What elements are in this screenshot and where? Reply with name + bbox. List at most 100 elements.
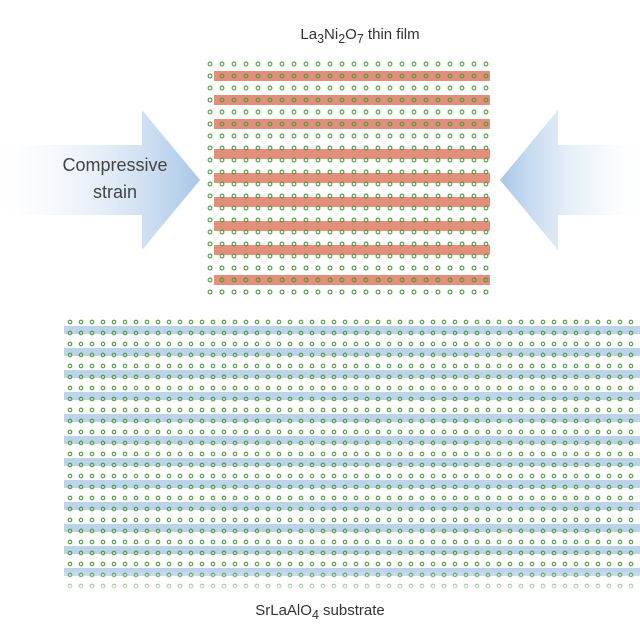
substrate-atom xyxy=(221,374,227,380)
substrate-atom xyxy=(562,462,568,468)
substrate-atom xyxy=(331,440,337,446)
substrate-atom xyxy=(78,506,84,512)
substrate-atom xyxy=(342,374,348,380)
substrate-atom xyxy=(155,418,161,424)
substrate-atom xyxy=(562,440,568,446)
substrate-atom xyxy=(386,418,392,424)
substrate-atom xyxy=(474,495,480,501)
substrate-atom xyxy=(485,385,491,391)
substrate-atom xyxy=(364,473,370,479)
substrate-atom xyxy=(265,385,271,391)
substrate-atom xyxy=(485,319,491,325)
substrate-atom xyxy=(485,517,491,523)
film-atom xyxy=(291,205,297,211)
film-atom xyxy=(291,181,297,187)
substrate-atom xyxy=(232,484,238,490)
film-atom xyxy=(459,241,465,247)
substrate-atom xyxy=(144,451,150,457)
film-atom xyxy=(483,121,489,127)
substrate-atom xyxy=(529,528,535,534)
substrate-atom xyxy=(89,462,95,468)
substrate-atom xyxy=(78,429,84,435)
film-atom xyxy=(255,145,261,151)
substrate-atom xyxy=(540,539,546,545)
substrate-atom xyxy=(518,374,524,380)
film-atom xyxy=(219,169,225,175)
film-atom xyxy=(339,121,345,127)
film-atom xyxy=(363,229,369,235)
substrate-atom xyxy=(463,462,469,468)
film-layer-band xyxy=(214,245,490,255)
substrate-atom xyxy=(529,407,535,413)
substrate-atom xyxy=(595,330,601,336)
substrate-atom xyxy=(408,517,414,523)
film-atom xyxy=(435,61,441,67)
film-atom xyxy=(207,277,213,283)
substrate-atom xyxy=(551,484,557,490)
substrate-atom xyxy=(529,429,535,435)
substrate-atom xyxy=(364,550,370,556)
substrate-atom xyxy=(375,407,381,413)
substrate-atom xyxy=(628,363,634,369)
film-atom xyxy=(387,73,393,79)
substrate-atom xyxy=(485,374,491,380)
film-atom xyxy=(327,265,333,271)
film-atom xyxy=(435,253,441,259)
substrate-atom xyxy=(265,363,271,369)
film-atom xyxy=(255,217,261,223)
substrate-atom xyxy=(419,473,425,479)
substrate-atom xyxy=(375,352,381,358)
substrate-atom xyxy=(353,407,359,413)
substrate-atom xyxy=(232,561,238,567)
substrate-atom xyxy=(463,473,469,479)
film-atom xyxy=(459,61,465,67)
substrate-atom xyxy=(100,396,106,402)
substrate-atom xyxy=(111,418,117,424)
film-atom xyxy=(351,217,357,223)
substrate-atom xyxy=(276,506,282,512)
substrate-atom xyxy=(122,374,128,380)
film-atom xyxy=(231,85,237,91)
substrate-atom xyxy=(364,374,370,380)
substrate-atom xyxy=(375,319,381,325)
substrate-atom xyxy=(89,407,95,413)
substrate-atom xyxy=(474,341,480,347)
substrate-atom xyxy=(375,528,381,534)
substrate-atom xyxy=(551,319,557,325)
substrate-atom xyxy=(430,407,436,413)
film-atom xyxy=(219,133,225,139)
substrate-atom xyxy=(518,517,524,523)
substrate-atom xyxy=(166,539,172,545)
film-atom xyxy=(243,169,249,175)
substrate-atom xyxy=(518,506,524,512)
substrate-atom xyxy=(254,352,260,358)
substrate-atom xyxy=(573,451,579,457)
film-atom xyxy=(327,193,333,199)
substrate-atom xyxy=(298,462,304,468)
substrate-atom xyxy=(408,363,414,369)
film-atom xyxy=(471,193,477,199)
film-atom xyxy=(423,85,429,91)
film-atom xyxy=(207,289,213,295)
substrate-atom xyxy=(408,418,414,424)
substrate-atom xyxy=(232,495,238,501)
substrate-atom xyxy=(67,528,73,534)
film-atom xyxy=(267,145,273,151)
film-atom xyxy=(483,265,489,271)
film-atom xyxy=(471,181,477,187)
substrate-atom xyxy=(507,451,513,457)
film-atom xyxy=(375,157,381,163)
film-atom xyxy=(423,241,429,247)
film-atom xyxy=(399,133,405,139)
film-atom xyxy=(291,241,297,247)
substrate-atom xyxy=(463,385,469,391)
substrate-atom xyxy=(507,330,513,336)
substrate-atom xyxy=(628,506,634,512)
film-atom xyxy=(459,289,465,295)
substrate-atom xyxy=(540,330,546,336)
substrate-atom xyxy=(122,440,128,446)
substrate-atom xyxy=(210,528,216,534)
substrate-atom xyxy=(122,407,128,413)
substrate-atom xyxy=(584,484,590,490)
film-atom xyxy=(483,217,489,223)
